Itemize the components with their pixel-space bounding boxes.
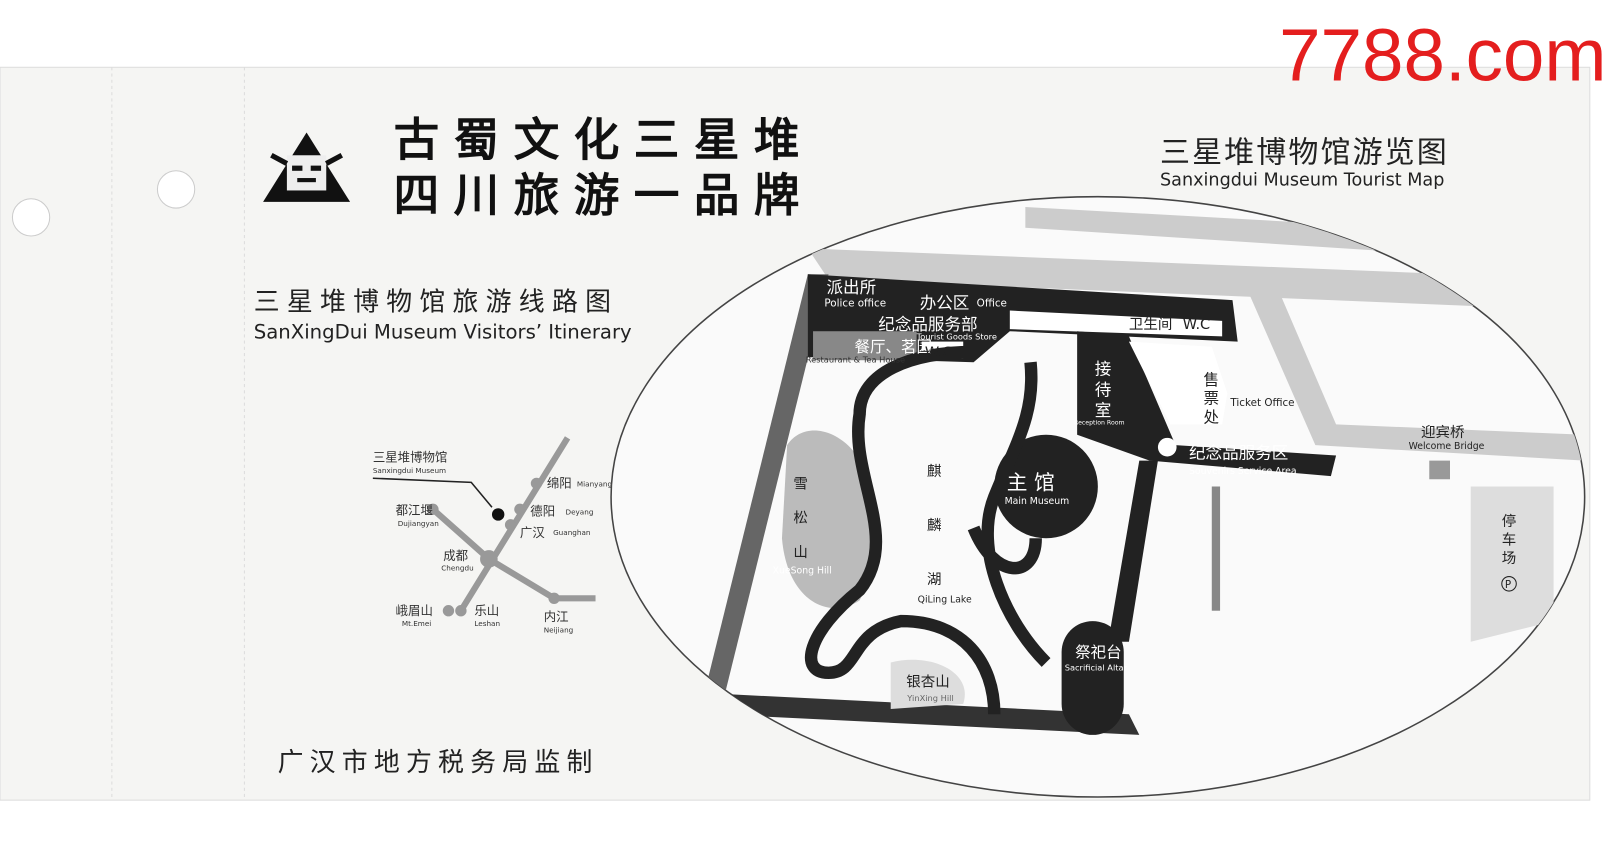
reception-label: 待 xyxy=(1095,380,1112,399)
ticket-office-label-en: Ticket Office xyxy=(1229,397,1294,409)
wc-label: W.C xyxy=(925,345,952,361)
lake-label-en: QiLing Lake xyxy=(918,594,972,605)
police-label-en: Police office xyxy=(824,297,886,309)
altar-label-en: Sacrificial Altar xyxy=(1065,663,1128,673)
goods-label-en: Tourist Goods Store xyxy=(916,332,997,342)
route-title-cn: 三星堆博物馆旅游线路图 xyxy=(254,288,618,318)
city-label-en: Leshan xyxy=(474,619,500,628)
parking-label: 场 xyxy=(1502,550,1517,567)
route-title-en: SanXingDui Museum Visitors’ Itinerary xyxy=(254,320,632,343)
city-label-en: Deyang xyxy=(566,507,594,516)
parking-label: 车 xyxy=(1502,531,1517,548)
city-label: 绵阳 xyxy=(547,476,572,491)
welcome-bridge-label: 迎宾桥 xyxy=(1421,424,1465,441)
city-label: 德阳 xyxy=(530,503,555,518)
souvenir-area-label-en: Souvenirs Service Area xyxy=(1189,466,1297,477)
city-label-en: Chengdu xyxy=(441,563,473,572)
main-museum-label-en: Main Museum xyxy=(1005,496,1070,507)
route-museum-en: Sanxingdui Museum xyxy=(373,466,446,475)
city-label: 乐山 xyxy=(474,603,499,618)
lake-label: 麟 xyxy=(927,517,942,534)
tourist-map xyxy=(704,207,1585,735)
police-label-cn: 派出所 xyxy=(827,278,877,297)
xuesong-hill-label: 雪 xyxy=(793,477,808,493)
ticket-office-label: 票 xyxy=(1204,390,1220,408)
parking-icon xyxy=(1501,576,1517,592)
map-title-en: Sanxingdui Museum Tourist Map xyxy=(1160,170,1444,190)
yinxing-hill-label: 银杏山 xyxy=(906,673,949,690)
parking-label: 停 xyxy=(1502,513,1517,530)
parking-symbol: P xyxy=(1505,579,1511,591)
souvenir-area-label: 纪念品服务区 xyxy=(1189,443,1288,463)
wc2-label-en: W.C xyxy=(1183,317,1210,333)
altar-label: 祭祀台 xyxy=(1075,643,1122,661)
wc2-label-cn: 卫生间 xyxy=(1129,316,1172,333)
xuesong-hill-label-en: XueSong Hill xyxy=(773,565,832,576)
goods-label-cn: 纪念品服务部 xyxy=(878,314,977,334)
issuer-label: 广汉市地方税务局监制 xyxy=(278,748,599,778)
main-museum-label: 主 馆 xyxy=(1007,471,1055,495)
office-label-cn: 办公区 xyxy=(920,293,970,312)
route-map xyxy=(372,436,596,617)
ticket-office-label: 处 xyxy=(1204,408,1220,426)
reception-label: 接 xyxy=(1095,360,1112,379)
yinxing-hill-label-en: YinXing Hill xyxy=(906,693,953,703)
restaurant-label-cn: 餐厅、茗园 xyxy=(854,338,932,356)
watermark: 7788.com xyxy=(1279,14,1606,97)
punch-hole xyxy=(156,170,196,209)
xuesong-hill-label: 山 xyxy=(793,544,808,561)
punch-hole xyxy=(11,198,51,237)
city-label: 广汉 xyxy=(520,525,545,540)
slogan-line-1: 古蜀文化三星堆 xyxy=(394,112,814,166)
city-label-en: Neijiang xyxy=(544,625,574,634)
city-label: 成都 xyxy=(443,548,468,563)
museum-marker xyxy=(491,508,505,521)
restaurant-label-en: Restaurant & Tea House xyxy=(806,354,905,364)
city-label: 内江 xyxy=(544,609,569,624)
city-label: 峨眉山 xyxy=(396,603,433,618)
ticket-office-label: 售 xyxy=(1204,371,1220,389)
office-label-en: Office xyxy=(977,297,1007,309)
reception-label: 室 xyxy=(1095,401,1112,420)
city-label: 都江堰 xyxy=(396,502,433,517)
city-label-en: Dujiangyan xyxy=(398,519,439,528)
welcome-bridge-label-en: Welcome Bridge xyxy=(1409,441,1485,452)
city-label-en: Mt.Emei xyxy=(402,619,431,628)
slogan-line-2: 四川旅游一品牌 xyxy=(394,168,814,222)
lake-label: 麒 xyxy=(927,463,942,480)
xuesong-hill-label: 松 xyxy=(793,510,808,527)
route-museum-cn: 三星堆博物馆 xyxy=(373,450,447,465)
reception-label-en: Reception Room xyxy=(1074,419,1125,426)
sanxingdui-mask-logo xyxy=(263,132,351,202)
map-title-cn: 三星堆博物馆游览图 xyxy=(1160,136,1449,171)
city-label-en: Guanghan xyxy=(553,528,590,537)
lake-label: 湖 xyxy=(927,571,942,588)
city-label-en: Mianyang xyxy=(577,480,612,489)
